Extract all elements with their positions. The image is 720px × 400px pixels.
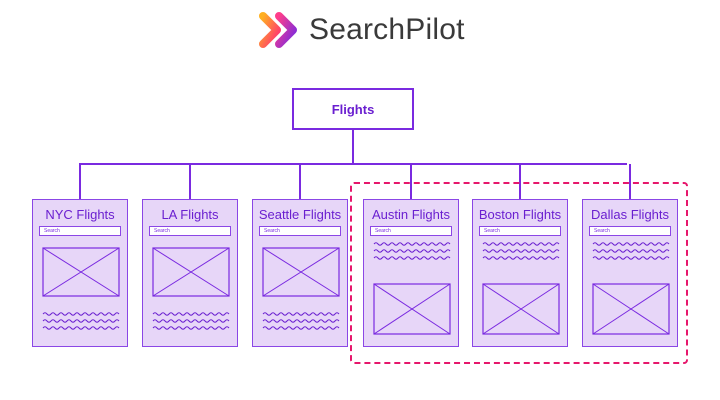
chevron-arrows-icon [259,12,297,48]
image-placeholder [152,247,230,297]
page-title: NYC Flights [45,207,115,222]
text-placeholder-line [482,242,560,246]
text-placeholder-line [373,249,451,253]
text-placeholder-line [373,256,451,260]
test-group-highlight [350,182,688,364]
search-box: Search [589,226,671,236]
image-placeholder [262,247,340,297]
search-box: Search [479,226,561,236]
page-title: Boston Flights [478,207,562,222]
root-page-flights: Flights [292,88,414,130]
text-placeholder-line [42,319,120,323]
page-title: Austin Flights [371,207,451,222]
page-title: Dallas Flights [590,207,670,222]
page-title: LA Flights [161,207,219,222]
text-placeholder-line [482,256,560,260]
image-placeholder [592,283,670,335]
search-box: Search [370,226,452,236]
text-placeholder-line [42,326,120,330]
text-placeholder-line [373,242,451,246]
text-placeholder-line [592,256,670,260]
page-title: Seattle Flights [258,207,342,222]
text-placeholder-line [262,319,340,323]
root-label: Flights [331,101,375,117]
brand-name: SearchPilot [309,13,465,46]
image-placeholder [42,247,120,297]
image-placeholder [482,283,560,335]
search-box: Search [39,226,121,236]
searchpilot-logo: SearchPilot [257,10,467,50]
text-placeholder-line [592,249,670,253]
text-placeholder-line [152,312,230,316]
text-placeholder-line [152,326,230,330]
text-placeholder-line [482,249,560,253]
text-placeholder-line [152,319,230,323]
text-placeholder-line [262,312,340,316]
image-placeholder [373,283,451,335]
search-box: Search [259,226,341,236]
text-placeholder-line [42,312,120,316]
search-box: Search [149,226,231,236]
text-placeholder-line [592,242,670,246]
text-placeholder-line [262,326,340,330]
